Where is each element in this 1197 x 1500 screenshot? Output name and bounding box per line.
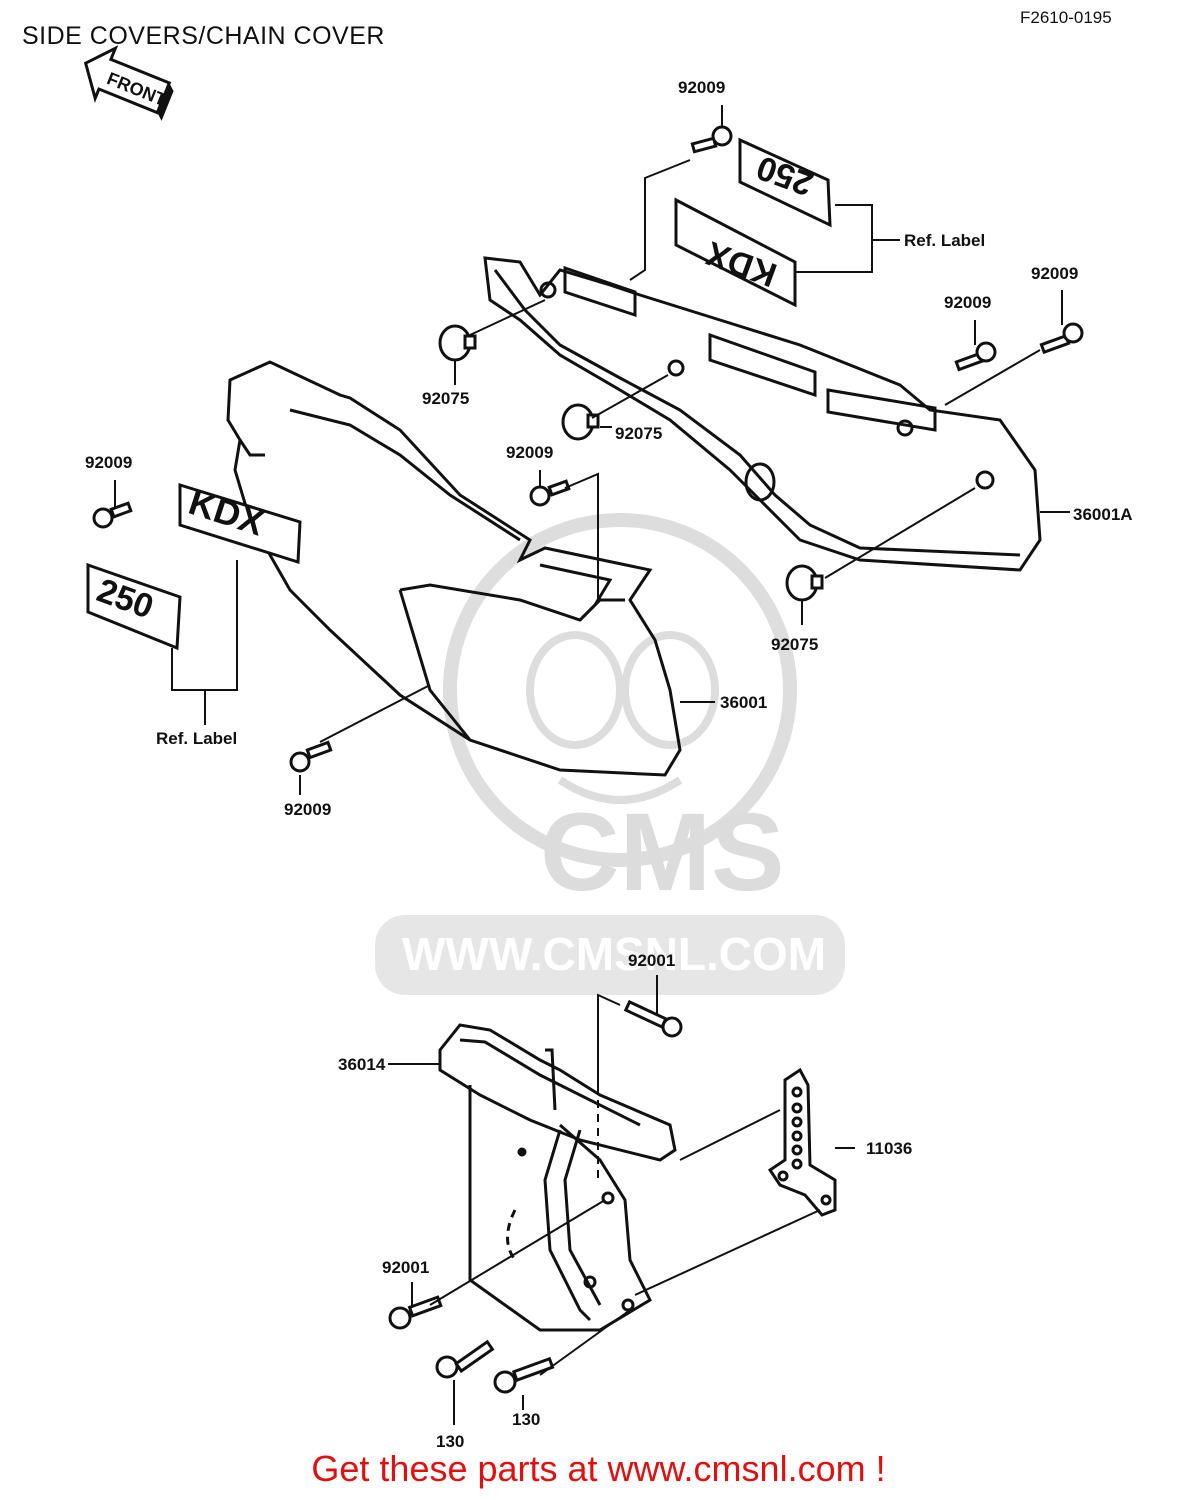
part-label-92009: 92009: [85, 453, 133, 472]
chain-cover-36014: [438, 1023, 677, 1332]
part-label-130: 130: [436, 1432, 465, 1451]
part-label-36014: 36014: [338, 1055, 386, 1074]
grommet-92075-a: [438, 324, 477, 362]
bolt-92001-bottom: [388, 1295, 443, 1330]
emblem-upper-kdx: [674, 197, 797, 308]
diagram-code: F2610-0195: [1020, 8, 1112, 27]
part-label-36001A: 36001A: [1073, 505, 1133, 524]
bolt-92009-left: [92, 501, 133, 529]
part-label-92001: 92001: [628, 951, 676, 970]
watermark: [443, 513, 797, 867]
part-label-ref-label: Ref. Label: [156, 729, 238, 748]
watermark-url: WWW.CMSNL.COM: [402, 928, 826, 980]
bolt-130-a: [435, 1339, 495, 1379]
emblem-lower-model: [86, 562, 182, 651]
diagram-title: SIDE COVERS/CHAIN COVER: [22, 22, 385, 50]
watermark-brand: CMS: [540, 791, 784, 914]
leader-lines: [114, 105, 1070, 1425]
part-label-92009: 92009: [284, 800, 332, 819]
bolt-92001-top: [623, 999, 683, 1038]
watermark-mascot-eye-right: [621, 631, 719, 749]
watermark-mascot-mouth: [557, 776, 683, 804]
front-arrow: FRONT: [83, 45, 174, 121]
part-label-92075: 92075: [422, 389, 470, 408]
bolt-92009-right-b: [1039, 322, 1084, 355]
emblem-upper-model: [738, 137, 832, 228]
watermark-mascot-eye-left: [526, 631, 624, 749]
part-label-92009: 92009: [944, 293, 992, 312]
watermark-mascot-head: [443, 513, 797, 867]
bolt-92009-right-a: [954, 341, 997, 372]
bracket-11036: [767, 1067, 837, 1217]
bolt-92009-bottom: [289, 740, 333, 773]
fasteners: [92, 125, 1084, 1394]
part-label-92075: 92075: [771, 635, 819, 654]
part-label-11036: 11036: [866, 1139, 913, 1158]
part-label-130: 130: [512, 1410, 541, 1429]
part-label-ref-label: Ref. Label: [904, 231, 986, 250]
part-label-36001: 36001: [720, 693, 768, 712]
watermark-url-bar: [375, 915, 845, 995]
part-label-92075: 92075: [615, 424, 663, 443]
bolt-130-b: [493, 1356, 555, 1394]
grommet-mount-right: [975, 470, 995, 490]
grommet-92075-c: [785, 564, 824, 602]
emblem-lower-kdx: [178, 482, 302, 565]
side-cover-36001A: [483, 256, 1042, 572]
bolt-92009-top: [690, 125, 733, 154]
part-label-92009: 92009: [1031, 264, 1079, 283]
bolt-92009-mid: [529, 479, 571, 507]
part-label-92009: 92009: [506, 443, 554, 462]
part-label-92001: 92001: [382, 1258, 430, 1277]
footer-link[interactable]: Get these parts at www.cmsnl.com !: [311, 1448, 886, 1489]
grommet-92075-b: [561, 403, 600, 441]
part-label-92009: 92009: [678, 78, 726, 97]
